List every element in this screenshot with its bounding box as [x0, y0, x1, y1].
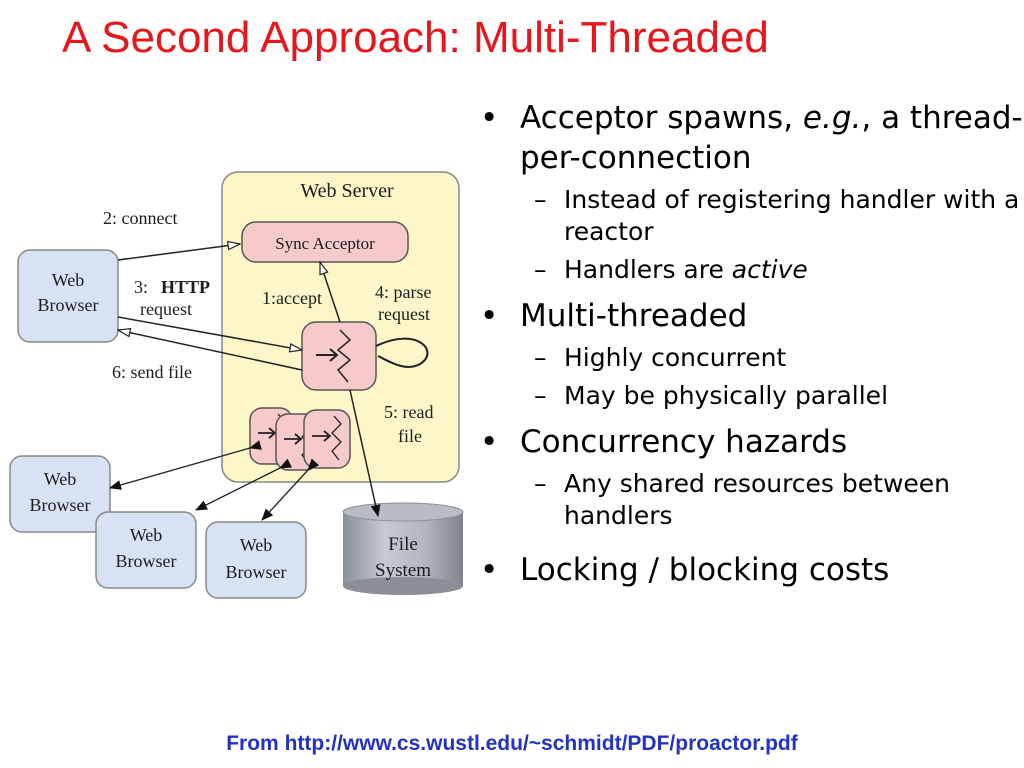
sub-bullet-text-em: active: [731, 255, 808, 284]
edge-label-parse-line1: 4: parse: [375, 282, 431, 302]
edge-label-http-num: 3:: [134, 277, 148, 297]
read-file-arrow: [349, 389, 381, 517]
web-server-diagram: Web Server Sync Acceptor Web Browser Web…: [9, 171, 464, 599]
web-browser-c-line1: Web: [240, 535, 273, 555]
bullet-list: • Acceptor spawns, e.g., a thread-per-con…: [478, 98, 1024, 590]
http-request-arrow: [117, 316, 302, 350]
web-browser-a-line1: Web: [44, 469, 77, 489]
source-citation: From http://www.cs.wustl.edu/~schmidt/PD…: [226, 732, 798, 755]
thread-squiggle-icon: [336, 329, 352, 383]
slide-title: A Second Approach: Multi-Threaded: [62, 13, 769, 62]
bullet-text-post: , a thread-per-connection: [520, 100, 1023, 176]
edge-label-connect: 2: connect: [103, 208, 177, 228]
sub-bullet-text: May be physically parallel: [564, 381, 889, 410]
web-browser-main: [17, 249, 119, 343]
file-system-line2: System: [375, 560, 431, 581]
web-browser-b: [95, 511, 197, 589]
parse-request-loop: [375, 337, 429, 368]
bullet-concurrency-hazards: • Concurrency hazards: [478, 422, 1024, 462]
edge-label-http-bold: HTTP: [161, 277, 210, 297]
send-file-arrow: [118, 330, 303, 371]
connect-arrow: [117, 244, 240, 261]
web-server-label: Web Server: [300, 180, 394, 202]
web-browser-b-line1: Web: [130, 525, 163, 545]
sub-bullet-handlers-active: –Handlers are active: [478, 254, 1024, 286]
dash-mark: –: [534, 185, 547, 214]
sub-bullet-physically-parallel: –May be physically parallel: [478, 380, 1024, 412]
bullet-multi-threaded: • Multi-threaded: [478, 296, 1024, 336]
dash-mark: –: [534, 343, 547, 372]
bullet-mark: •: [480, 100, 499, 136]
web-browser-main-line1: Web: [52, 270, 85, 290]
web-browser-b-line2: Browser: [116, 551, 177, 571]
sub-bullet-instead-of-registering: –Instead of registering handler with a r…: [478, 184, 1024, 248]
web-browser-a: [9, 455, 111, 533]
pool-link-c: [261, 458, 320, 521]
bullet-acceptor-spawns: • Acceptor spawns, e.g., a thread-per-con…: [478, 98, 1024, 178]
edge-label-accept: 1:accept: [262, 288, 322, 308]
bullet-text: Concurrency hazards: [520, 424, 848, 460]
bullet-mark: •: [480, 424, 499, 460]
sync-acceptor-label: Sync Acceptor: [275, 234, 375, 253]
bullet-locking-costs: • Locking / blocking costs: [478, 550, 1024, 590]
web-browser-a-line2: Browser: [30, 495, 91, 515]
bullet-mark: •: [480, 298, 499, 334]
edge-label-parse-line2: request: [378, 304, 430, 324]
dash-mark: –: [534, 255, 547, 284]
sub-bullet-text: Highly concurrent: [564, 343, 787, 372]
bullet-mark: •: [480, 552, 499, 588]
edge-label-read-line2: file: [398, 426, 422, 446]
bullet-text: Locking / blocking costs: [520, 552, 890, 588]
web-browser-main-line2: Browser: [38, 295, 99, 315]
handler-pool: [249, 407, 351, 471]
sub-bullet-text-pre: Handlers are: [564, 255, 732, 284]
pool-link-a: [109, 440, 262, 490]
edge-label-http-request: request: [140, 299, 192, 319]
sub-bullet-text: Instead of registering handler with a re…: [564, 185, 1020, 246]
bullet-text-em: e.g.: [802, 100, 862, 136]
edge-label-send-file: 6: send file: [112, 362, 192, 382]
bullet-text-pre: Acceptor spawns,: [520, 100, 803, 136]
sub-bullet-highly-concurrent: –Highly concurrent: [478, 342, 1024, 374]
bullet-text: Multi-threaded: [520, 298, 748, 334]
web-browser-c-line2: Browser: [226, 562, 287, 582]
handler-thread: [301, 321, 377, 391]
sub-bullet-shared-resources: –Any shared resources between handlers: [478, 468, 1024, 532]
file-system-line1: File: [388, 534, 418, 555]
thread-marker-icon: [316, 348, 339, 362]
dash-mark: –: [534, 381, 547, 410]
edge-label-read-line1: 5: read: [384, 402, 433, 422]
dash-mark: –: [534, 469, 547, 498]
accept-arrow: [319, 262, 341, 323]
web-browser-c: [205, 521, 307, 599]
sub-bullet-text: Any shared resources between handlers: [564, 469, 951, 530]
